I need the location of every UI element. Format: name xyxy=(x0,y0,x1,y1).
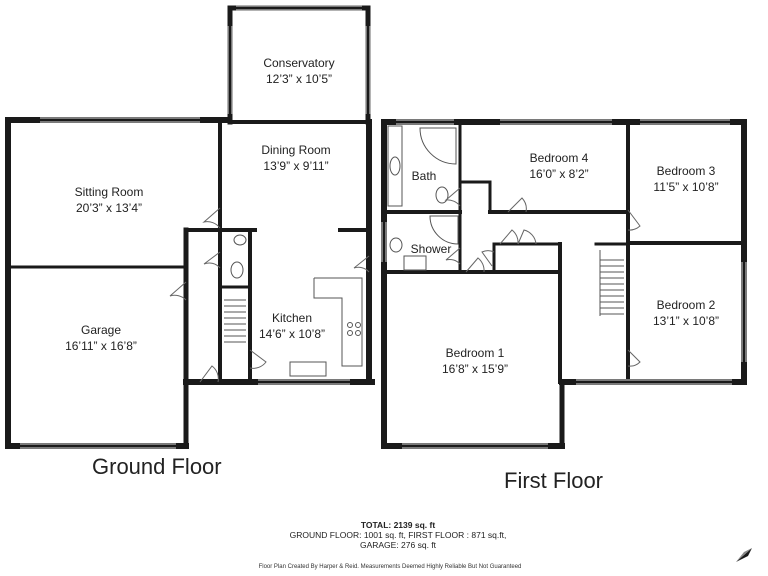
area-totals: TOTAL: 2139 sq. ft GROUND FLOOR: 1001 sq… xyxy=(248,520,548,550)
room-dimensions: 20’3” x 13’4” xyxy=(75,201,143,215)
room-label-dining-room: Dining Room 13’9” x 9’11” xyxy=(226,142,366,174)
room-dimensions: 14’6” x 10’8” xyxy=(258,327,326,341)
floor-areas: GROUND FLOOR: 1001 sq. ft, FIRST FLOOR :… xyxy=(289,530,507,540)
total-area: TOTAL: 2139 sq. ft xyxy=(360,520,436,530)
room-label-garage: Garage 16’11” x 16’8” xyxy=(36,322,166,354)
room-name: Bedroom 1 xyxy=(445,346,505,360)
room-name: Conservatory xyxy=(263,56,335,70)
kitchen-fittings xyxy=(289,277,363,377)
ground-stairs xyxy=(224,299,246,343)
room-label-sitting-room: Sitting Room 20’3” x 13’4” xyxy=(44,184,174,216)
first-floor-windows xyxy=(381,119,747,449)
credit-line: Floor Plan Created By Harper & Reid. Mea… xyxy=(258,564,522,570)
room-label-shower: Shower xyxy=(406,241,456,257)
room-name: Bedroom 2 xyxy=(656,298,716,312)
room-dimensions: 13’9” x 9’11” xyxy=(263,159,329,173)
room-dimensions: 12’3” x 10’5” xyxy=(265,72,333,86)
room-label-bedroom-3: Bedroom 3 11’5” x 10’8” xyxy=(634,163,738,195)
room-dimensions: 16’8” x 15’9” xyxy=(441,362,509,376)
room-label-bath: Bath xyxy=(404,168,444,184)
room-label-kitchen: Kitchen 14’6” x 10’8” xyxy=(252,310,332,342)
ground-floor-walls xyxy=(5,5,375,449)
room-name: Sitting Room xyxy=(74,185,144,199)
ground-doors xyxy=(169,207,370,383)
room-dimensions: 16’11” x 16’8” xyxy=(65,339,137,353)
room-name: Bath xyxy=(411,169,437,183)
first-floor-title: First Floor xyxy=(504,468,603,493)
room-dimensions: 11’5” x 10’8” xyxy=(653,180,719,194)
room-label-conservatory: Conservatory 12’3” x 10’5” xyxy=(234,55,364,87)
ground-floor-windows xyxy=(20,5,371,449)
room-label-bedroom-1: Bedroom 1 16’8” x 15’9” xyxy=(410,345,540,377)
room-name: Bedroom 3 xyxy=(656,164,716,178)
garage-area: GARAGE: 276 sq. ft xyxy=(359,540,437,550)
first-floor-walls xyxy=(381,119,747,449)
bath-fittings xyxy=(387,125,459,271)
room-label-bedroom-4: Bedroom 4 16’0” x 8’2” xyxy=(494,150,624,182)
room-dimensions: 13’1” x 10’8” xyxy=(652,314,720,328)
north-arrow-icon xyxy=(732,538,762,568)
room-name: Kitchen xyxy=(271,311,313,325)
ground-wc xyxy=(230,234,247,279)
room-dimensions: 16’0” x 8’2” xyxy=(529,167,589,181)
room-name: Bedroom 4 xyxy=(529,151,589,165)
room-name: Shower xyxy=(410,242,452,256)
first-stairs xyxy=(599,250,624,316)
room-label-bedroom-2: Bedroom 2 13’1” x 10’8” xyxy=(634,297,738,329)
room-name: Dining Room xyxy=(261,143,331,157)
first-doors xyxy=(444,187,641,367)
room-name: Garage xyxy=(80,323,122,337)
ground-floor-title: Ground Floor xyxy=(92,454,222,479)
